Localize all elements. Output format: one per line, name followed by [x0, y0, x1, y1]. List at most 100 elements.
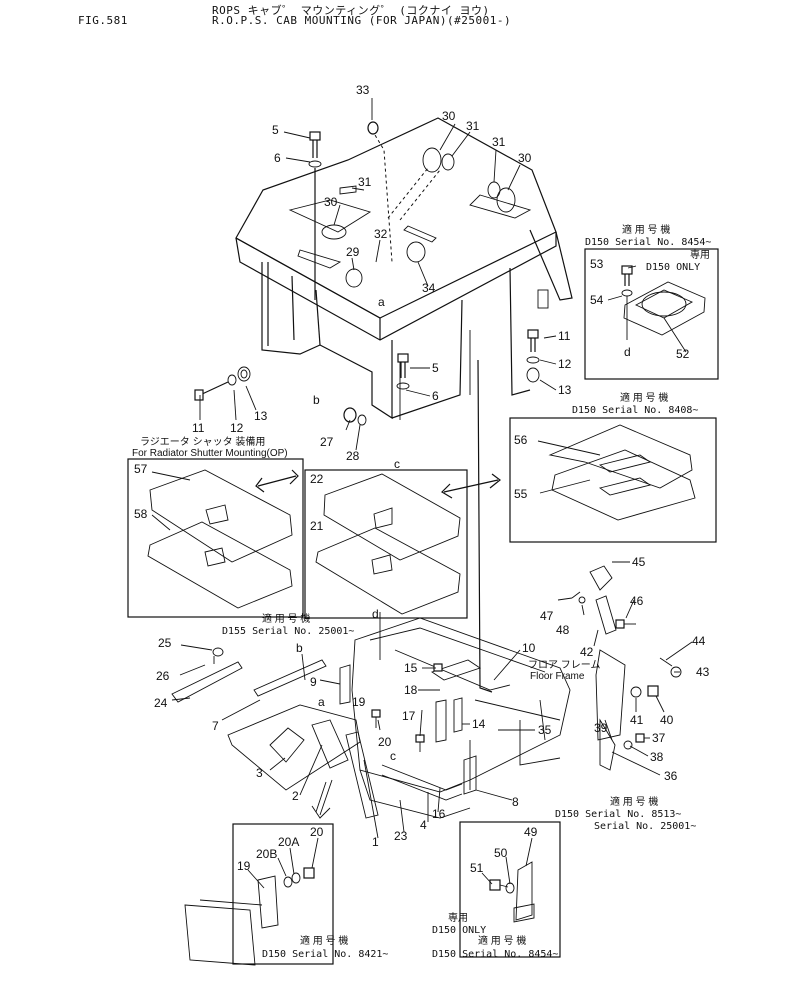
callout-14: 14 [472, 717, 486, 731]
callout-37: 37 [652, 731, 666, 745]
callout-21: 21 [310, 519, 324, 533]
inset-d150-8454 [584, 248, 719, 380]
part-33-cap [367, 121, 379, 135]
callout-57: 57 [134, 462, 148, 476]
callout-1: 1 [372, 835, 379, 849]
callout-58: 58 [134, 507, 148, 521]
callout-a-top: a [378, 295, 385, 309]
callout-28: 28 [346, 449, 360, 463]
callout-18: 18 [404, 683, 418, 697]
top-bolt [308, 131, 322, 300]
callout-45: 45 [632, 555, 646, 569]
callout-27: 27 [320, 435, 334, 449]
callout-52: 52 [676, 347, 690, 361]
caption-tr-only-jp: 専用 [690, 249, 710, 261]
callout-32: 32 [374, 227, 388, 241]
callout-30-c: 30 [324, 195, 338, 209]
callout-50: 50 [494, 846, 508, 860]
callout-a-mid: a [318, 695, 325, 709]
caption-d155-applic-jp: 適 用 号 機 [262, 612, 310, 625]
floor-frame [339, 359, 571, 819]
callout-31-c: 31 [358, 175, 372, 189]
arrow-left-inset [255, 469, 299, 493]
caption-tr-only: D150 ONLY [646, 262, 700, 273]
callout-12-left: 12 [230, 421, 244, 435]
callout-26: 26 [156, 669, 170, 683]
callout-46: 46 [630, 594, 644, 608]
callout-20A: 20A [278, 835, 299, 849]
right-bolt-set [526, 329, 540, 383]
caption-d155-serial: D155 Serial No. 25001~ [222, 626, 354, 637]
callout-numbers: 33 5 6 30 31 31 30 31 30 32 29 34 a 11 1… [134, 83, 710, 875]
leader-lines [151, 98, 693, 889]
callout-40: 40 [660, 713, 674, 727]
callout-5-mid: 5 [432, 361, 439, 375]
callout-53: 53 [590, 257, 604, 271]
callout-c-mid: c [390, 749, 396, 763]
caption-tr-applic-jp: 適 用 号 機 [622, 223, 670, 236]
callout-36: 36 [664, 769, 678, 783]
callout-23: 23 [394, 829, 408, 843]
left-bolt-set [194, 366, 251, 401]
caption-radiator-en: For Radiator Shutter Mounting(OP) [132, 448, 288, 459]
caption-br-serial: D150 Serial No. 8454~ [432, 949, 558, 960]
part-27-spacer [343, 407, 357, 423]
callout-34: 34 [422, 281, 436, 295]
callout-31-a: 31 [466, 119, 480, 133]
inset-radiator-shutter [127, 458, 304, 618]
caption-d150-8513-line2: Serial No. 25001~ [594, 821, 696, 832]
rops-cab [235, 117, 573, 420]
title-japanese: ROPS キャブ゜ マウンティング゜ (コクナイ ヨウ) [212, 4, 490, 17]
inset-d150-8421 [184, 823, 334, 966]
callout-7: 7 [212, 719, 219, 733]
callout-12-right: 12 [558, 357, 572, 371]
callout-38: 38 [650, 750, 664, 764]
mid-bolt [396, 353, 410, 390]
arrow-right-inset [441, 473, 501, 499]
callout-5-top: 5 [272, 123, 279, 137]
callout-48: 48 [556, 623, 570, 637]
callout-6-top: 6 [274, 151, 281, 165]
callout-44: 44 [692, 634, 706, 648]
callout-33: 33 [356, 83, 370, 97]
callout-29: 29 [346, 245, 360, 259]
right-side-brackets [571, 565, 682, 771]
callout-13-right: 13 [558, 383, 572, 397]
callout-43: 43 [696, 665, 710, 679]
callout-15: 15 [404, 661, 418, 675]
callout-35: 35 [538, 723, 552, 737]
callout-30-a: 30 [442, 109, 456, 123]
caption-br-only: D150 ONLY [432, 925, 486, 936]
callout-41: 41 [630, 713, 644, 727]
callout-39: 39 [594, 721, 608, 735]
caption-d150-8513-line1: D150 Serial No. 8513~ [555, 809, 681, 820]
caption-floor-frame-jp: フロア フレーム [528, 659, 600, 671]
callout-49: 49 [524, 825, 538, 839]
callout-30-b: 30 [518, 151, 532, 165]
caption-tr-serial: D150 Serial No. 8454~ [585, 237, 711, 248]
inset-d155-floor [304, 469, 468, 619]
callout-17: 17 [402, 709, 416, 723]
callout-22: 22 [310, 472, 324, 486]
callout-20B: 20B [256, 847, 277, 861]
callout-20-mid: 20 [378, 735, 392, 749]
callout-3: 3 [256, 766, 263, 780]
callout-55: 55 [514, 487, 528, 501]
part-28-washer [357, 414, 367, 426]
callout-42: 42 [580, 645, 594, 659]
inset-d150-8408 [509, 417, 717, 543]
callout-2: 2 [292, 789, 299, 803]
callout-25: 25 [158, 636, 172, 650]
callout-47: 47 [540, 609, 554, 623]
title-english: R.O.P.S. CAB MOUNTING (FOR JAPAN)(#25001… [212, 14, 512, 27]
captions: ラジエータ シャッタ 装備用 For Radiator Shutter Moun… [132, 223, 711, 960]
callout-9: 9 [310, 675, 317, 689]
callout-31-b: 31 [492, 135, 506, 149]
caption-d150-8513-applic-jp: 適 用 号 機 [610, 795, 658, 808]
callout-20-inset: 20 [310, 825, 324, 839]
callout-4: 4 [420, 818, 427, 832]
callout-6-mid: 6 [432, 389, 439, 403]
caption-radiator-jp: ラジエータ シャッタ 装備用 [140, 435, 265, 448]
caption-mr-serial: D150 Serial No. 8408~ [572, 405, 698, 416]
